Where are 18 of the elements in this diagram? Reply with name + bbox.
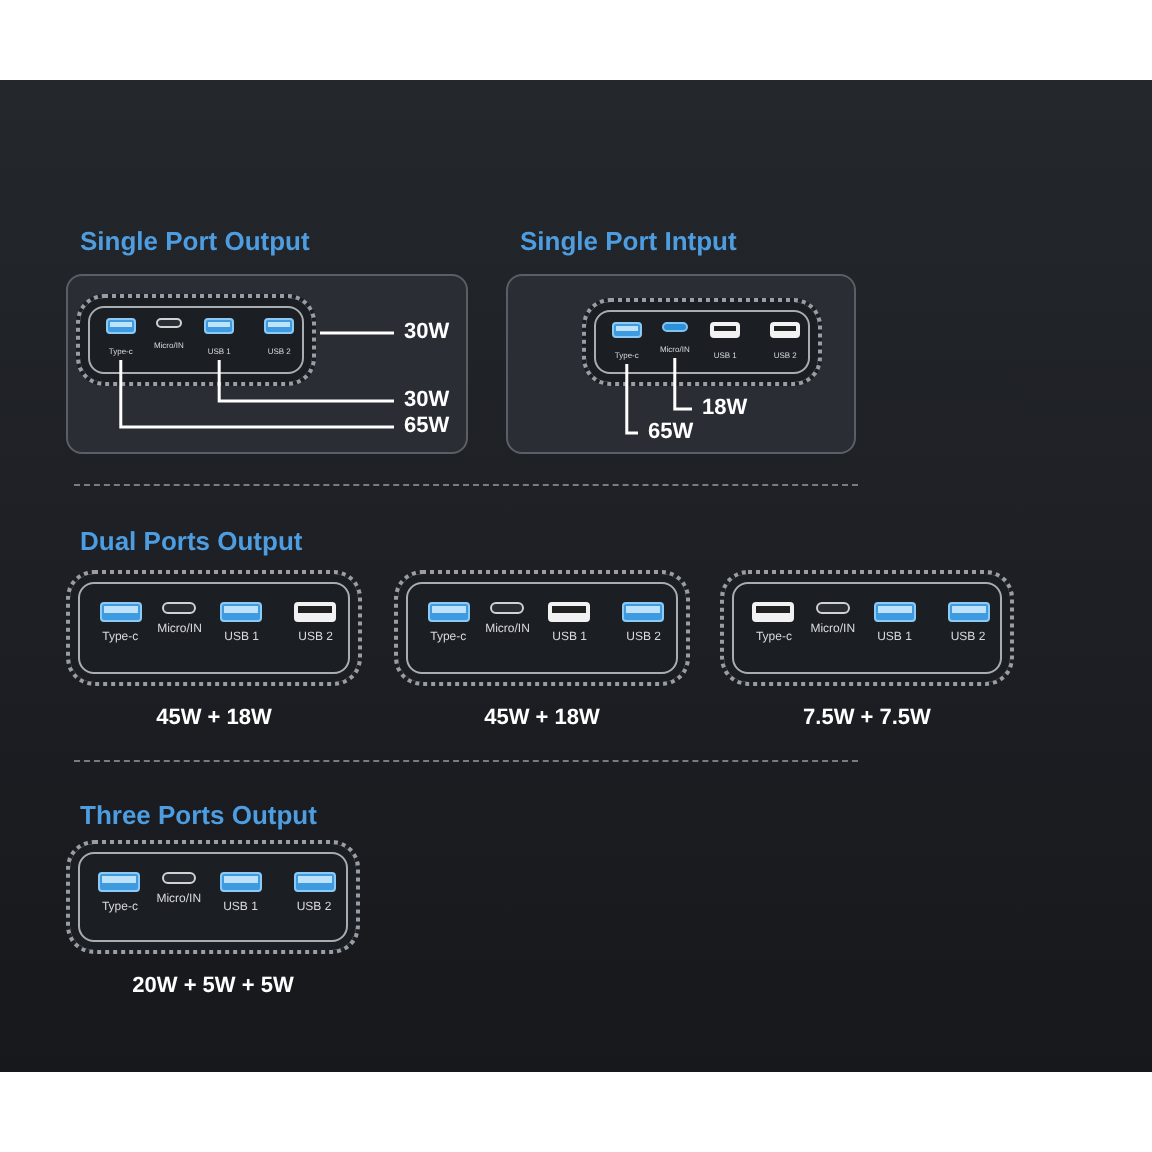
wattage-label: 65W xyxy=(404,414,450,440)
wattage-label: 65W xyxy=(648,420,694,446)
leader-line xyxy=(217,360,394,403)
section-heading: Single Port Intput xyxy=(520,224,737,260)
wattage-label: 18W xyxy=(702,396,748,422)
wattage-label: 30W xyxy=(404,388,450,414)
power-combination-text: 45W + 18W xyxy=(154,704,274,734)
power-combination-text: 7.5W + 7.5W xyxy=(801,704,933,734)
section-heading: Single Port Output xyxy=(80,224,310,260)
power-combination-text: 45W + 18W xyxy=(482,704,602,734)
wattage-label: 30W xyxy=(404,320,450,346)
section-heading: Dual Ports Output xyxy=(80,524,303,560)
section-heading: Three Ports Output xyxy=(80,798,317,834)
power-combination-text: 20W + 5W + 5W xyxy=(130,972,296,1002)
leader-line xyxy=(119,360,394,429)
leader-line xyxy=(320,331,394,335)
leader-line xyxy=(673,358,692,411)
leader-line xyxy=(625,364,638,435)
